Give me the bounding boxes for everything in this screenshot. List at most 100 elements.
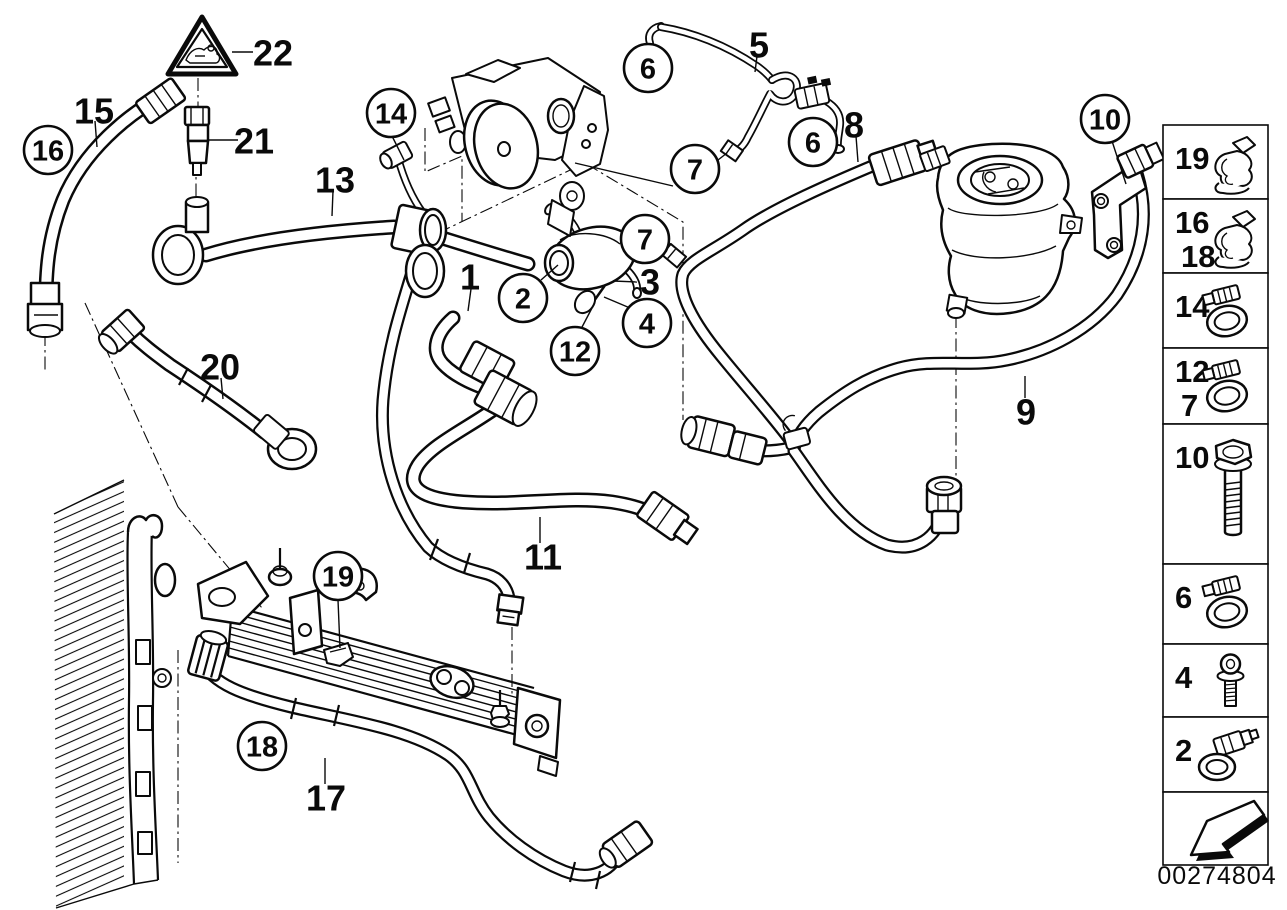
- callout-fastener-18[interactable]: 18: [236, 720, 288, 772]
- callout-part-1[interactable]: 1: [460, 257, 480, 298]
- callout-number: 2: [515, 283, 531, 315]
- callout-number: 19: [322, 561, 354, 593]
- leader-line: [467, 288, 472, 312]
- phantom-line: [424, 128, 463, 222]
- callout-fastener-14[interactable]: 14: [365, 87, 417, 139]
- tank-bracket: [1090, 141, 1165, 260]
- legend-item-2[interactable]: 2: [1162, 716, 1269, 793]
- callout-number: 4: [639, 308, 655, 340]
- leader-line: [331, 190, 334, 217]
- callout-part-9[interactable]: 9: [1016, 392, 1036, 433]
- callout-part-20[interactable]: 20: [200, 347, 240, 388]
- callout-circle: [312, 550, 364, 602]
- leader-line: [603, 296, 631, 309]
- callout-fastener-6[interactable]: 6: [787, 116, 839, 168]
- hot-coolant-warning-icon: [185, 44, 221, 64]
- leader-line: [220, 377, 224, 400]
- legend-item-4[interactable]: 4: [1162, 643, 1269, 718]
- legend-direction-arrow[interactable]: [1162, 791, 1271, 866]
- expansion-tank: [919, 142, 1083, 319]
- callout-fastener-16[interactable]: 16: [22, 124, 74, 176]
- leader-line: [754, 55, 758, 73]
- callout-number: 6: [640, 53, 656, 85]
- callout-part-11[interactable]: 11: [524, 537, 562, 578]
- leader-line: [94, 120, 98, 148]
- legend-number: 4: [1175, 660, 1193, 695]
- warning-triangle: [165, 14, 239, 77]
- callout-number: 10: [1089, 104, 1121, 136]
- callout-fastener-6[interactable]: 6: [622, 42, 674, 94]
- callout-circle: [22, 124, 74, 176]
- legend-item-19[interactable]: 19: [1162, 124, 1269, 200]
- legend-number: 18: [1181, 239, 1215, 274]
- callout-part-5[interactable]: 5: [749, 25, 769, 66]
- hose-fittings: [26, 75, 963, 890]
- callout-circle: [497, 272, 549, 324]
- callout-number: 16: [32, 135, 64, 167]
- callout-circle: [622, 42, 674, 94]
- legend-box: [1162, 643, 1269, 718]
- callout-number: 7: [687, 154, 703, 186]
- callout-part-17[interactable]: 17: [306, 778, 346, 819]
- quick-connect-coupling: [925, 475, 963, 535]
- callout-fastener-12[interactable]: 12: [549, 325, 601, 377]
- callout-circle: [1079, 93, 1131, 145]
- leader-line: [337, 599, 341, 649]
- radiator: [53, 479, 177, 909]
- leader-line: [574, 162, 674, 187]
- callout-number: 6: [805, 127, 821, 159]
- legend-number: 2: [1175, 733, 1192, 768]
- callout-circle: [621, 297, 673, 349]
- legend-item-6[interactable]: 6: [1162, 563, 1269, 645]
- leader-line: [391, 135, 405, 161]
- callout-circle: [549, 325, 601, 377]
- callout-circle: [236, 720, 288, 772]
- callout-circle: [365, 87, 417, 139]
- legend-item-14[interactable]: 14: [1162, 272, 1269, 349]
- callout-fastener-7[interactable]: 7: [619, 213, 671, 265]
- phantom-line: [84, 302, 179, 508]
- callout-fastener-10[interactable]: 10: [1079, 93, 1131, 145]
- callout-fastener-4[interactable]: 4: [621, 297, 673, 349]
- callout-circle: [669, 143, 721, 195]
- legend-number: 19: [1175, 141, 1209, 176]
- leader-line: [540, 264, 559, 281]
- phantom-line: [177, 506, 263, 609]
- leader-line: [1111, 140, 1127, 185]
- phantom-line: [437, 162, 684, 420]
- callout-number: 14: [375, 98, 407, 130]
- callout-fastener-2[interactable]: 2: [497, 272, 549, 324]
- legend-number: 7: [1181, 388, 1198, 423]
- callout-number: 12: [559, 336, 591, 368]
- callout-number: 7: [637, 224, 653, 256]
- callout-part-13[interactable]: 13: [315, 160, 355, 201]
- oil-cooler: [196, 548, 562, 777]
- callout-fastener-7[interactable]: 7: [669, 143, 721, 195]
- leader-line: [612, 280, 638, 283]
- callout-part-8[interactable]: 8: [844, 105, 864, 146]
- temperature-sensor: [183, 105, 211, 176]
- legend-number: 6: [1175, 580, 1192, 615]
- callout-part-15[interactable]: 15: [74, 91, 114, 132]
- leader-line: [855, 135, 859, 163]
- legend-number: 16: [1175, 205, 1209, 240]
- callout-part-22[interactable]: 22: [253, 33, 293, 74]
- callout-part-3[interactable]: 3: [640, 262, 660, 303]
- callout-number: 18: [246, 731, 278, 763]
- legend-item-10[interactable]: 10: [1162, 423, 1269, 565]
- callout-circle: [619, 213, 671, 265]
- leader-lines: [94, 51, 1127, 784]
- callout-part-21[interactable]: 21: [234, 121, 274, 162]
- throttle-body: [427, 57, 609, 237]
- legend-number: 10: [1175, 440, 1209, 475]
- callout-fastener-19[interactable]: 19: [312, 550, 364, 602]
- leader-line: [717, 152, 728, 161]
- thermostat-housing: [543, 202, 642, 315]
- callout-circle: [787, 116, 839, 168]
- diagram-part-number: 00274804: [1157, 862, 1276, 890]
- legend-item-12-7[interactable]: 127: [1162, 347, 1269, 425]
